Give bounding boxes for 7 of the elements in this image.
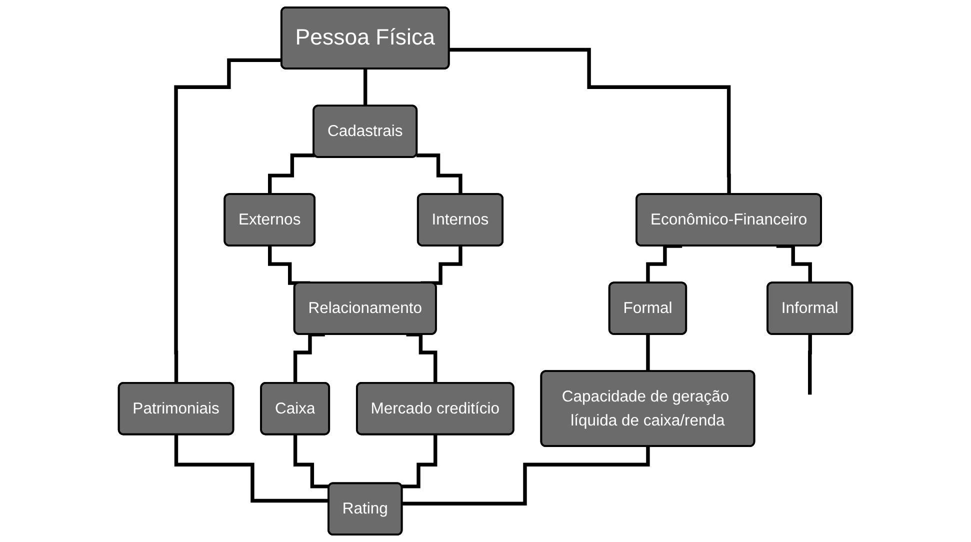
connector: [420, 244, 463, 285]
connector: [808, 332, 812, 397]
connector: [293, 432, 330, 488]
connector: [174, 432, 329, 503]
connector: [402, 432, 438, 488]
connector: [402, 444, 650, 506]
connector: [268, 244, 310, 285]
